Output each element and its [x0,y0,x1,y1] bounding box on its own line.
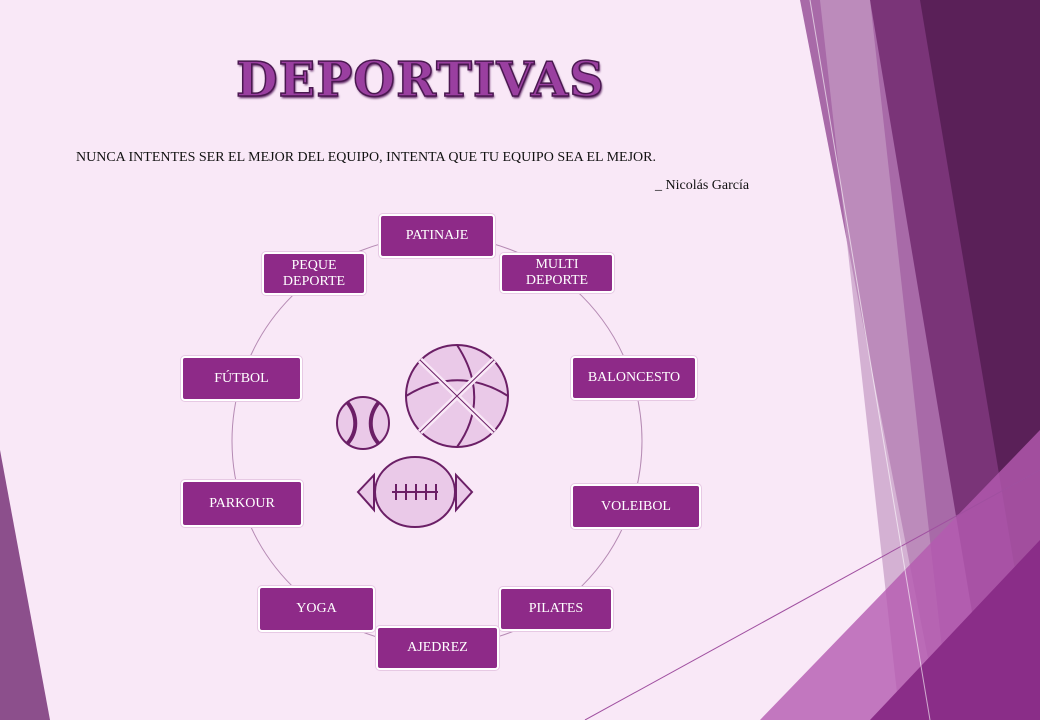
cycle-item-multi-deporte: MULTI DEPORTE [500,253,614,293]
cycle-item-ajedrez: AJEDREZ [376,626,499,670]
cycle-item-yoga: YOGA [258,586,375,632]
slide-title: DEPORTIVAS [235,51,605,109]
cycle-item-baloncesto: BALONCESTO [571,356,697,400]
cycle-item-voleibol: VOLEIBOL [571,484,701,529]
cycle-item-peque-deporte: PEQUE DEPORTE [262,252,366,295]
cycle-item-parkour: PARKOUR [181,480,303,527]
sports-balls-icon [336,344,509,528]
quote-author: _ Nicolás García [655,178,750,193]
quote-text: NUNCA INTENTES SER EL MEJOR DEL EQUIPO, … [76,150,656,165]
cycle-item-pilates: PILATES [499,587,613,631]
cycle-item-patinaje: PATINAJE [379,214,495,258]
cycle-item-futbol: FÚTBOL [181,356,302,401]
